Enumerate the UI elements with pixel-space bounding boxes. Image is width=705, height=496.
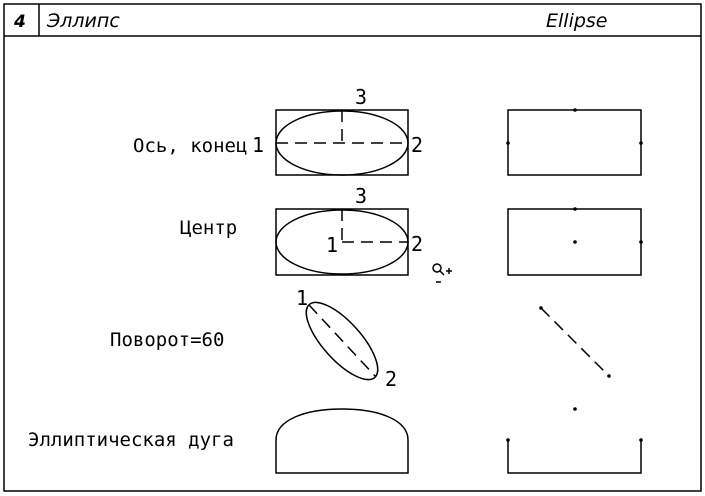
grip-axis-dashed <box>540 307 610 377</box>
grip-point <box>573 240 577 244</box>
grip-point <box>573 108 577 112</box>
grip-frame <box>507 440 642 474</box>
point-label-2: 2 <box>411 133 423 157</box>
grip-point <box>639 240 643 244</box>
header-title-ru: Эллипс <box>46 10 120 32</box>
header-number: 4 <box>13 12 26 32</box>
rotated-ellipse-shape <box>305 301 379 381</box>
point-label-2: 2 <box>385 367 397 391</box>
arc-frame <box>275 440 409 474</box>
row-label: Ось, конец <box>133 135 247 157</box>
point-label-3: 3 <box>355 85 367 109</box>
point-label-1: 1 <box>326 233 338 257</box>
row-rotation: Поворот=60 1 2 <box>110 286 611 391</box>
row-elliptical-arc: Эллиптическая дуга <box>28 407 643 474</box>
grip-point <box>539 306 543 310</box>
row-axis-end: Ось, конец 1 2 3 <box>133 85 643 176</box>
point-label-1: 1 <box>252 133 264 157</box>
elliptical-arc-shape <box>275 408 409 441</box>
row-label: Центр <box>180 217 237 239</box>
row-label: Поворот=60 <box>110 329 224 351</box>
point-label-3: 3 <box>355 184 367 208</box>
header-title-en: Ellipse <box>546 10 608 32</box>
grip-point <box>506 438 510 442</box>
row-center: Центр 1 2 3 <box>180 184 643 276</box>
grip-box <box>507 109 642 176</box>
grip-point <box>573 207 577 211</box>
sheet-frame <box>3 3 702 492</box>
grip-point <box>639 141 643 145</box>
grip-point <box>506 141 510 145</box>
row-label: Эллиптическая дуга <box>28 429 234 451</box>
point-label-1: 1 <box>296 286 308 310</box>
grip-point <box>573 407 577 411</box>
rotated-axis-dashed <box>308 304 377 378</box>
zoom-cursor-icon <box>432 263 452 283</box>
grip-point <box>607 374 611 378</box>
grip-point <box>639 438 643 442</box>
point-label-2: 2 <box>411 232 423 256</box>
